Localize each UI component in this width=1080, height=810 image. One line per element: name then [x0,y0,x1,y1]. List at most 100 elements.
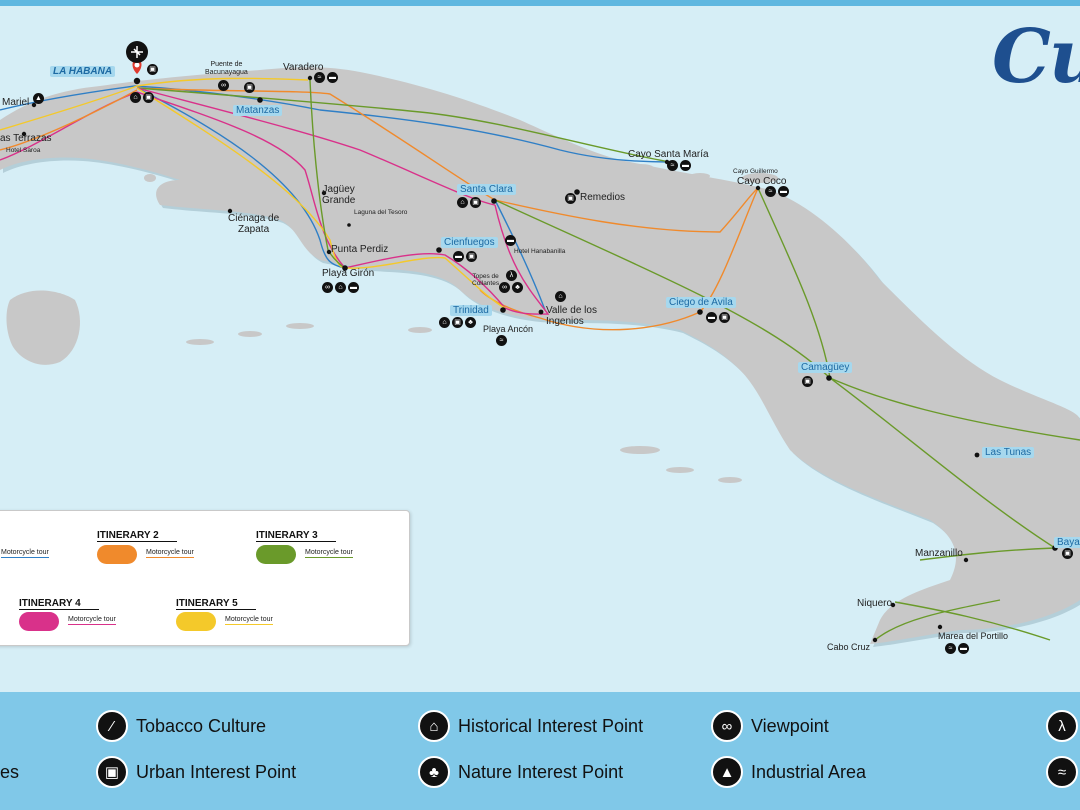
tobacco-icon: ⁄ [96,710,128,742]
label-hotel-hanabanilla: Hotel Hanabanilla [514,248,566,255]
itinerary-3-title: ITINERARY 3 [256,530,336,542]
route-itinerary-3 [136,87,1080,641]
varadero-icons: ≈▬ [314,72,338,83]
itinerary-5-title: ITINERARY 5 [176,598,256,610]
topes-icons-2: λ [506,270,517,281]
label-topes-collantes: Topes de Collantes [472,273,500,287]
industrial-icon: ▲ [711,756,743,788]
urban-icon: ▣ [452,317,463,328]
urban-icon: ▣ [466,251,477,262]
nature-icon: ♣ [465,317,476,328]
map-canvas [0,41,1080,647]
cienfuegos-icons: ▬▣ [453,251,477,262]
label-niquero: Niquero [857,598,893,609]
label-las-tunas: Las Tunas [982,447,1035,458]
hotel-icon: ▬ [453,251,464,262]
label-punta-perdiz: Punta Perdiz [331,244,389,255]
havana-pin [126,41,148,74]
label-cayo-guillermo: Cayo Guillermo [733,168,778,175]
category-legend-bar: es ⁄ Tobacco Culture ▣ Urban Interest Po… [0,692,1080,810]
hotel-icon: ▬ [680,160,691,171]
itinerary-4-swatch [19,612,59,631]
industrial-icon: ▲ [33,93,44,104]
beach-icon: ≈ [314,72,325,83]
havana-icons-2: ⌂▣ [130,92,154,103]
beach-icon: ≈ [667,160,678,171]
itinerary-3-tour: Motorcycle tour [305,549,353,558]
urban-icon: ▣ [565,193,576,204]
urban-icon: ▣ [802,376,813,387]
map-area: Cub LA HABANA Mariel as Terrazas Hotel S… [0,0,1080,692]
urban-icon: ▣ [1062,548,1073,559]
label-la-habana: LA HABANA [50,66,116,77]
hotel-icon: ▬ [327,72,338,83]
hotel-icon: ▬ [958,643,969,654]
label-valle-ingenios: Valle de los Ingenios [546,305,597,327]
beach-icon: ≈ [945,643,956,654]
category-tobacco-label: Tobacco Culture [136,715,267,736]
urban-icon: ▣ [96,756,128,788]
map-title: Cub [992,14,1080,100]
label-hotel-saroa: Hotel Saroa [6,147,41,154]
itinerary-4-title: ITINERARY 4 [19,598,99,610]
label-cayo-santa-maria: Cayo Santa María [628,149,709,160]
historical-icon: ⌂ [130,92,141,103]
hiking-icon: λ [1046,710,1078,742]
category-nature-label: Nature Interest Point [458,761,624,782]
santa-clara-icons: ⌂▣ [457,197,481,208]
label-bayamo: Baya [1054,537,1080,548]
beach-icon: ≈ [1046,756,1078,788]
ciego-icons: ▬▣ [706,312,730,323]
urban-icon: ▣ [470,197,481,208]
remedios-icons: ▣ [565,193,576,204]
itinerary-3-swatch [256,545,296,564]
category-tobacco: ⁄ Tobacco Culture [96,710,266,742]
label-cienfuegos: Cienfuegos [441,237,498,248]
category-urban-label: Urban Interest Point [136,761,297,782]
label-ciego-avila: Ciego de Avila [666,297,736,308]
category-viewpoint-label: Viewpoint [751,715,829,736]
historical-icon: ⌂ [457,197,468,208]
hotel-icon: ▬ [348,282,359,293]
urban-icon: ▣ [143,92,154,103]
bayamo-icons: ▣ [1062,548,1073,559]
itinerary-4-tour: Motorcycle tour [68,616,116,625]
label-manzanillo: Manzanillo [915,548,963,559]
label-laguna-tesoro: Laguna del Tesoro [354,209,408,216]
itinerary-5: ITINERARY 5 [176,593,256,611]
partial-category-label: es [0,762,20,782]
label-playa-giron: Playa Girón [322,268,375,279]
portillo-icons: ≈▬ [945,643,969,654]
giron-icons: ∞⌂▬ [322,282,359,293]
category-industrial-label: Industrial Area [751,761,867,782]
route-itinerary-1 [0,85,671,311]
itinerary-4: ITINERARY 4 [19,593,99,611]
category-urban: ▣ Urban Interest Point [96,756,296,788]
camaguey-icons: ▣ [802,376,813,387]
itinerary-2: ITINERARY 2 [97,525,177,543]
binoculars-icon: ∞ [499,282,510,293]
label-trinidad: Trinidad [450,305,492,316]
label-cabo-cruz: Cabo Cruz [827,642,871,652]
beach-icon: ≈ [765,186,776,197]
binoculars-icon: ∞ [711,710,743,742]
ancon-icons: ≈ [496,335,507,346]
urban-icon: ▣ [719,312,730,323]
itinerary-2-title: ITINERARY 2 [97,530,177,542]
isla-juventud [6,290,80,365]
matanzas-icons: ▣ [244,82,255,93]
beach-icon: ≈ [496,335,507,346]
itinerary-5-swatch [176,612,216,631]
hotel-icon: ▬ [706,312,717,323]
itinerary-3: ITINERARY 3 [256,525,336,543]
hiking-icon: λ [506,270,517,281]
label-camaguey: Camagüey [798,362,853,373]
trinidad-icons: ⌂▣♣ [439,317,476,328]
category-nature: ♣ Nature Interest Point [418,756,623,788]
itinerary-legend: Motorcycle tour ITINERARY 2 Motorcycle t… [0,510,410,646]
mariel-icons: ▲ [33,93,44,104]
label-remedios: Remedios [580,192,626,203]
label-santa-clara: Santa Clara [457,184,516,195]
binoculars-icon: ∞ [322,282,333,293]
label-mariel: Mariel [2,97,30,108]
